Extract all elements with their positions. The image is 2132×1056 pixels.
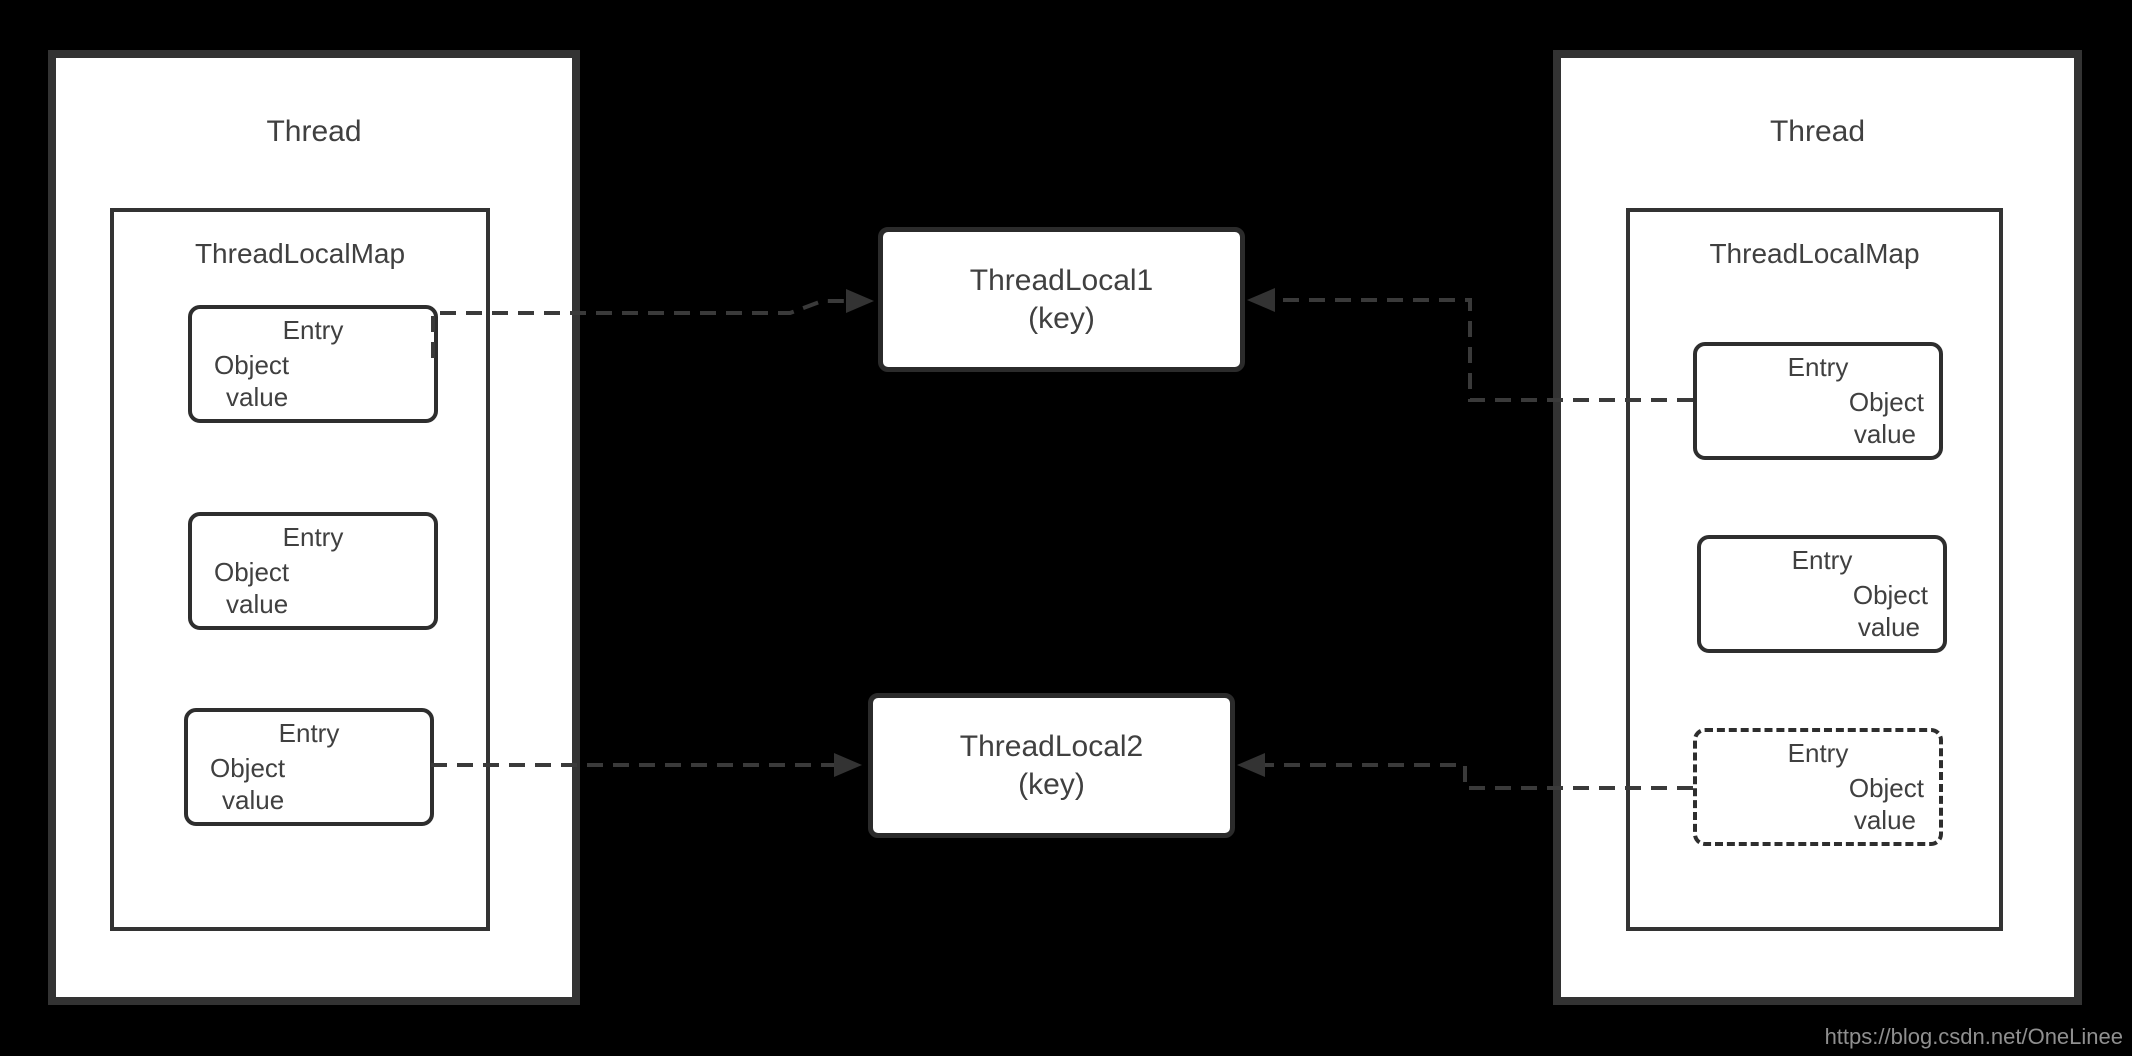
entry-title: Entry bbox=[1787, 738, 1849, 768]
threadlocal1-key-label: (key) bbox=[1028, 301, 1095, 335]
entry-title: Entry bbox=[282, 522, 344, 552]
entry-object-label: Object bbox=[1848, 387, 1924, 417]
entry-value-label: value bbox=[222, 785, 285, 815]
threadlocal2-box: ThreadLocal2 (key) bbox=[868, 693, 1235, 838]
entry-value-label: value bbox=[1853, 419, 1916, 449]
entry-object-label: Object bbox=[214, 350, 290, 380]
entry-value-label: value bbox=[1857, 612, 1920, 642]
right-threadlocalmap-title: ThreadLocalMap bbox=[1709, 238, 1920, 269]
entry-object-label: Object bbox=[214, 557, 290, 587]
entry-title: Entry bbox=[1791, 545, 1853, 575]
left-entry-2: Entry Object value bbox=[188, 512, 438, 630]
left-thread-title: Thread bbox=[266, 115, 362, 148]
left-thread-box: Thread ThreadLocalMap Entry Object value… bbox=[48, 50, 580, 1005]
entry-value-label: value bbox=[226, 589, 289, 619]
right-thread-title: Thread bbox=[1769, 115, 1866, 148]
threadlocal1-box: ThreadLocal1 (key) bbox=[878, 227, 1245, 372]
left-threadlocalmap-box: ThreadLocalMap Entry Object value Entry … bbox=[110, 208, 490, 931]
entry-title: Entry bbox=[278, 718, 340, 748]
left-entry-1: Entry Object value bbox=[188, 305, 438, 423]
right-thread-box: Thread ThreadLocalMap Entry Object value… bbox=[1553, 50, 2082, 1005]
watermark: https://blog.csdn.net/OneLinee bbox=[1824, 1024, 2123, 1049]
threadlocal2-title: ThreadLocal2 bbox=[959, 729, 1144, 763]
threadlocal1-title: ThreadLocal1 bbox=[969, 263, 1154, 297]
threadlocal2-key-label: (key) bbox=[1018, 767, 1085, 801]
entry-title: Entry bbox=[282, 315, 344, 345]
entry-object-label: Object bbox=[210, 753, 286, 783]
left-threadlocalmap-title: ThreadLocalMap bbox=[194, 238, 406, 269]
right-entry-1: Entry Object value bbox=[1693, 342, 1943, 460]
entry-object-label: Object bbox=[1848, 773, 1924, 803]
entry-value-label: value bbox=[1853, 805, 1916, 835]
right-threadlocalmap-box: ThreadLocalMap Entry Object value Entry … bbox=[1626, 208, 2003, 931]
entry-object-label: Object bbox=[1852, 580, 1928, 610]
left-entry-3: Entry Object value bbox=[184, 708, 434, 826]
right-entry-2: Entry Object value bbox=[1697, 535, 1947, 653]
right-entry-3-stale: Entry Object value bbox=[1693, 728, 1943, 846]
entry-title: Entry bbox=[1787, 352, 1849, 382]
entry-value-label: value bbox=[226, 382, 289, 412]
